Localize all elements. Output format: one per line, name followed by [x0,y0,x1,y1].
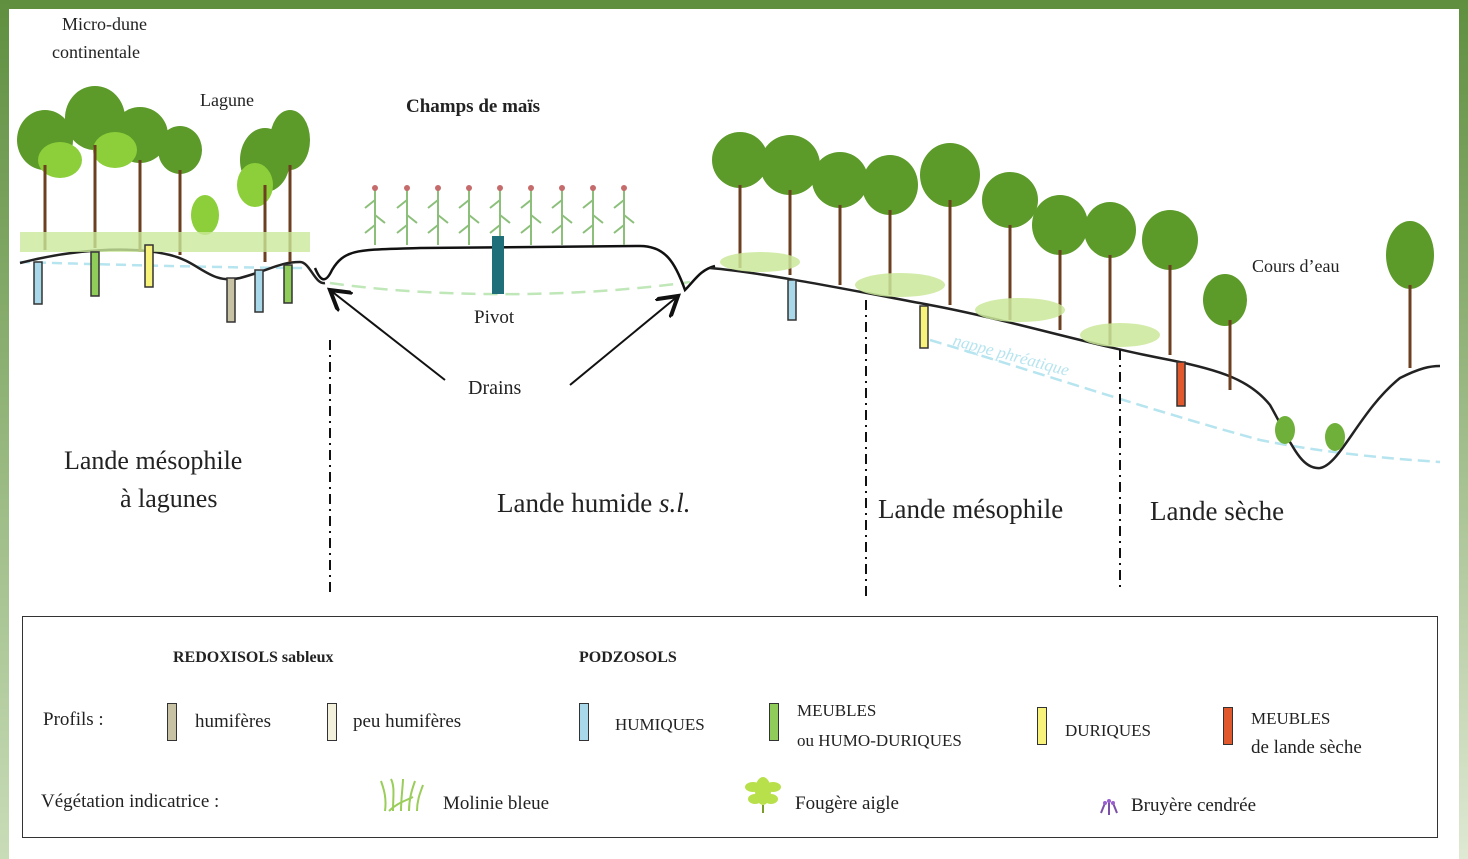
swatch-meubles-seche [1223,707,1233,745]
legend-meubles-2b: de lande sèche [1251,737,1362,758]
swatch-humiferes [167,703,177,741]
ground-profile-field [313,244,716,293]
zone-label-2-suffix: s.l. [658,488,691,518]
frame-border-top [0,0,1468,9]
drains-label: Drains [468,377,522,399]
drain-arrow-left [330,290,446,381]
profile-meubles-2 [283,264,293,304]
forest-left [17,86,310,262]
forest-right [712,132,1434,451]
swatch-duriques [1037,707,1047,745]
legend-duriques: DURIQUES [1065,721,1151,740]
champs-label: Champs de maïs [406,96,541,117]
legend-molinie: Molinie bleue [443,793,550,814]
zone-label-1a: Lande mésophile [64,446,243,475]
frame-border-left [0,0,9,859]
legend-box: REDOXISOLS sableux PODZOSOLS Profils : h… [22,616,1438,838]
soil-profile-markers [33,244,1186,407]
bruyere-icon [1100,799,1118,815]
legend-profils-label: Profils : [43,709,104,730]
zone-label-4: Lande sèche [1150,496,1285,526]
corn-plants [364,185,635,245]
water-table-line-field [329,280,691,296]
legend-podzosols-heading: PODZOSOLS [579,649,677,666]
swatch-peu-humiferes [327,703,337,741]
swatch-humiques [579,703,589,741]
profile-humiques-2 [254,269,264,313]
micro-dune-label-2: continentale [52,42,140,62]
profile-duriques-2 [919,305,929,349]
nappe-label: nappe phréatique [951,331,1072,380]
water-table-line-right [929,338,1441,464]
legend-humiques: HUMIQUES [615,715,705,734]
legend-peu-humiferes: peu humifères [353,711,462,732]
profile-duriques-1 [144,244,154,288]
micro-dune-label: Micro-dune [62,14,147,34]
swatch-meubles [769,703,779,741]
drain-arrow-right [569,296,678,386]
profile-meubles-1 [90,251,100,297]
frame-border-right [1459,0,1468,859]
legend-vegetation-label: Végétation indicatrice : [41,791,220,812]
landscape-cross-section: nappe phréatique [17,86,1441,600]
ground-profile-right [709,266,1441,470]
legend-meubles-1a: MEUBLES [797,701,877,720]
zone-label-2-main: Lande humide [497,488,653,518]
profile-humiques-1 [33,261,43,305]
legend-humiferes: humifères [195,711,271,732]
profile-humiferes-1 [226,277,236,323]
legend-redoxisols-heading: REDOXISOLS sableux [173,649,334,666]
molinie-icon [380,778,424,812]
lagune-label: Lagune [200,90,254,110]
legend-fougere: Fougère aigle [795,793,899,814]
zone-label-3: Lande mésophile [878,494,1064,524]
zone-label-2: Lande humide s.l. [497,488,690,519]
profile-humiques-3 [787,279,797,321]
pivot-label: Pivot [474,307,515,328]
water-table-line [19,260,311,270]
profile-meubles-seche [1176,361,1186,407]
zone-label-1b: à lagunes [120,484,218,513]
legend-bruyere: Bruyère cendrée [1131,795,1257,816]
pivot-bar [492,236,504,294]
legend-meubles-2a: MEUBLES [1251,709,1331,728]
fougere-icon [745,777,781,813]
cours-eau-label: Cours d’eau [1252,256,1340,276]
legend-meubles-1b: ou HUMO-DURIQUES [797,731,962,750]
